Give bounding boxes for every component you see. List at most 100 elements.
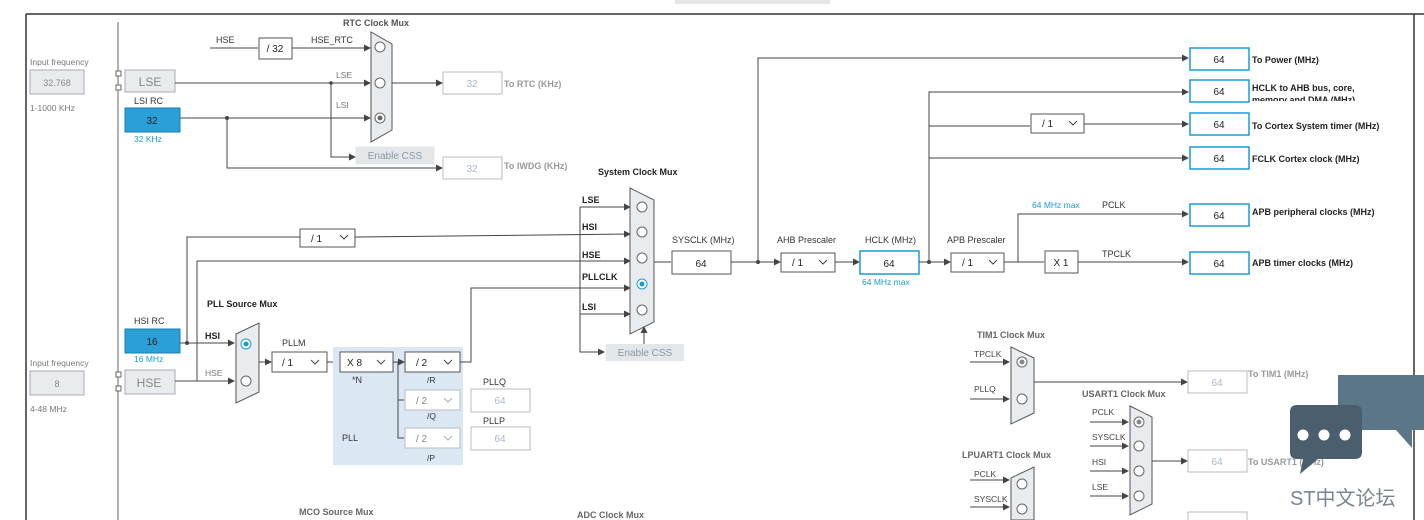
pll-r-select[interactable]: [404, 351, 461, 373]
rtc-hse-label: HSE: [216, 35, 235, 45]
output-label-hclk-2: memory and DMA (MHz): [1252, 95, 1355, 105]
lpuart1-radio-pclk[interactable]: [1016, 478, 1028, 490]
rtc-mux-radio-lse[interactable]: [374, 77, 386, 89]
chat-bubble-icon[interactable]: [1290, 375, 1424, 474]
hse-input-field[interactable]: [29, 370, 85, 396]
lpuart1-in2: SYSCLK: [974, 494, 1008, 504]
ahb-prescaler-value: / 1: [792, 258, 804, 269]
usart1-in3: HSI: [1092, 457, 1106, 467]
pllm-value: / 1: [282, 358, 294, 369]
pll-mux-radio-hse[interactable]: [240, 375, 252, 387]
usart1-output-box: [1187, 449, 1248, 473]
pllm-select[interactable]: [271, 351, 328, 373]
output-label-cortex-timer: To Cortex System timer (MHz): [1252, 121, 1379, 131]
tim1-in2: PLLQ: [974, 384, 996, 394]
lse-source-label: LSE: [139, 75, 162, 89]
output-value-hclk: 64: [1213, 87, 1225, 98]
hsi-div-value: / 1: [311, 234, 323, 245]
pll-r-value: / 2: [416, 358, 428, 369]
mco-mux-title: MCO Source Mux: [299, 507, 374, 517]
usart1-mux-title: USART1 Clock Mux: [1082, 389, 1166, 399]
hsi-rc-freq: 16 MHz: [134, 354, 163, 364]
usart1-clock-mux: [1129, 405, 1153, 516]
usart1-in2: SYSCLK: [1092, 432, 1126, 442]
output-box-cortex-timer[interactable]: [1189, 112, 1250, 136]
hse-source-label: HSE: [137, 376, 162, 390]
usart1-output-value: 64: [1211, 457, 1223, 468]
pll-hse-label: HSE: [205, 368, 223, 378]
sysmux-radio-hsi[interactable]: [636, 226, 648, 238]
tim1-radio-pllq[interactable]: [1016, 393, 1028, 405]
output-value-apb-peripheral: 64: [1213, 211, 1225, 222]
rtc-output-box: [442, 71, 503, 95]
lse-input-label: Input frequency: [30, 57, 89, 67]
rtc-mux-radio-hse[interactable]: [374, 41, 386, 53]
watermark-text: ST中文论坛: [1290, 488, 1396, 510]
output-hclk-ahb: 64 HCLK to AHB bus, core, memory and DMA…: [1189, 79, 1410, 107]
pll-hsi-label: HSI: [205, 331, 220, 341]
pll-p-select[interactable]: [404, 427, 461, 449]
output-label-power: To Power (MHz): [1252, 55, 1319, 65]
apb-prescaler-select[interactable]: [950, 252, 1005, 273]
cortex-div-value: / 1: [1042, 119, 1054, 130]
usart1-radio-lse[interactable]: [1133, 490, 1145, 502]
output-value-power: 64: [1213, 55, 1225, 66]
hse-input-range: 4-48 MHz: [30, 404, 67, 414]
ahb-prescaler-select[interactable]: [780, 252, 836, 273]
lse-input-field[interactable]: [29, 69, 85, 95]
lsi-rc-label: LSI RC: [134, 96, 164, 106]
usart1-in4: LSE: [1092, 482, 1108, 492]
usart1-radio-sysclk[interactable]: [1133, 440, 1145, 452]
lse-source-block[interactable]: [124, 69, 176, 93]
lpuart1-in1: PCLK: [974, 469, 997, 479]
sys-enable-css-button[interactable]: [606, 344, 684, 361]
output-value-cortex-timer: 64: [1213, 120, 1225, 131]
output-label-apb-peripheral: APB peripheral clocks (MHz): [1252, 207, 1375, 217]
cortex-div-select[interactable]: [1030, 113, 1085, 134]
output-box-hclk[interactable]: [1189, 79, 1250, 103]
pllp-output-box: [470, 426, 531, 451]
output-value-fclk: 64: [1213, 154, 1225, 165]
top-tab: [675, 0, 830, 4]
apb-label: APB Prescaler: [947, 235, 1006, 245]
lpuart1-radio-sysclk[interactable]: [1016, 503, 1028, 515]
sysmux-lse-label: LSE: [582, 195, 600, 205]
pll-q-value: / 2: [416, 396, 428, 407]
usart1-output-label: To USART1 (MHz): [1248, 457, 1324, 467]
hsi-div-select[interactable]: [299, 228, 356, 248]
sysmux-radio-lse[interactable]: [636, 201, 648, 213]
sysmux-radio-hse[interactable]: [636, 252, 648, 264]
rtc-lse-label: LSE: [336, 70, 352, 80]
output-box-power[interactable]: [1189, 47, 1250, 71]
usart1-radio-hsi[interactable]: [1133, 465, 1145, 477]
hsi-rc-label: HSI RC: [134, 316, 165, 326]
pllq-output-box: [470, 388, 531, 413]
sysmux-radio-lsi[interactable]: [636, 304, 648, 316]
hclk-max: 64 MHz max: [862, 277, 910, 287]
hse-source-block[interactable]: [124, 369, 176, 395]
sysmux-lsi-label: LSI: [582, 302, 596, 312]
sysmux-pllclk-label: PLLCLK: [582, 272, 618, 282]
rtc-hse-rtc-label: HSE_RTC: [311, 35, 353, 45]
output-label-fclk: FCLK Cortex clock (MHz): [1252, 154, 1360, 164]
rtc-output-label: To RTC (KHz): [504, 79, 561, 89]
rtc-output-value: 32: [466, 79, 478, 90]
system-mux-title: System Clock Mux: [598, 167, 678, 177]
output-label-apb-timer: APB timer clocks (MHz): [1252, 258, 1353, 268]
output-box-apb-timer[interactable]: [1189, 251, 1250, 275]
pll-q-select[interactable]: [404, 389, 461, 411]
pll-r-label: /R: [427, 375, 436, 385]
hsi-rc-block[interactable]: [124, 328, 181, 354]
hclk-value: 64: [883, 259, 895, 270]
hsi-rc-value: 16: [146, 337, 158, 348]
output-value-apb-timer: 64: [1213, 259, 1225, 270]
output-apb-peripheral: 64 APB peripheral clocks (MHz): [1189, 203, 1375, 227]
output-apb-timer: 64 APB timer clocks (MHz): [1189, 251, 1353, 275]
output-box-fclk[interactable]: [1189, 146, 1250, 170]
output-box-apb-peripheral[interactable]: [1189, 203, 1250, 227]
sys-enable-css-label: Enable CSS: [618, 348, 673, 359]
pllm-label: PLLM: [282, 338, 306, 348]
rtc-enable-css-button[interactable]: [355, 146, 435, 165]
hclk-label: HCLK (MHz): [865, 235, 916, 245]
lsi-rc-block[interactable]: [124, 107, 181, 133]
